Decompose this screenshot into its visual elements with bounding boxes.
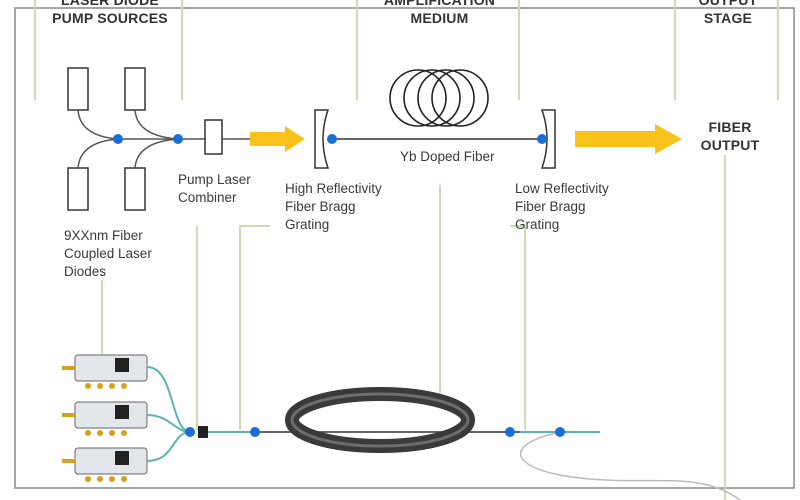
connector-dot — [505, 427, 515, 437]
bottom-connectors — [185, 427, 565, 437]
lr-fbg-label: Low Reflectivity Fiber Bragg Grating — [515, 181, 609, 232]
laser-diodes-label: 9XXnm Fiber Coupled Laser Diodes — [64, 228, 152, 279]
pump-section-title: LASER DIODE PUMP SOURCES — [52, 0, 168, 26]
hr-fbg-label: High Reflectivity Fiber Bragg Grating — [285, 181, 382, 232]
connector-dot — [113, 134, 123, 144]
connector-dot — [185, 427, 195, 437]
laser-diode-2 — [124, 67, 146, 111]
laser-diode-module-1 — [62, 354, 148, 389]
output-beam-arrow — [575, 124, 682, 154]
pump-combiner-label: Pump Laser Combiner — [178, 172, 251, 205]
yb-fiber-coil — [389, 69, 489, 127]
laser-diode-1 — [67, 67, 89, 111]
laser-diode-module-2 — [62, 401, 148, 436]
connector-dot — [555, 427, 565, 437]
diode-fibers — [77, 109, 250, 169]
diagram-frame — [14, 7, 795, 489]
connector-dot — [327, 134, 337, 144]
hr-fbg-mirror — [314, 109, 330, 169]
output-section-title: OUTPUT STAGE — [698, 0, 758, 26]
leader-lines — [101, 155, 726, 500]
pump-beam-arrow — [250, 126, 305, 152]
physical-yb-coil-highlight — [290, 392, 470, 448]
lr-fbg-mirror — [540, 109, 556, 169]
fiber-output-label: FIBER OUTPUT — [700, 119, 760, 153]
connector-dot — [537, 134, 547, 144]
amplification-section-title: AMPLIFICATION MEDIUM — [383, 0, 496, 26]
module-fibers — [146, 366, 255, 462]
pump-section-bracket — [34, 0, 183, 100]
laser-diode-module-3 — [62, 447, 148, 482]
top-connectors — [113, 134, 547, 144]
yb-fiber-label: Yb Doped Fiber — [400, 149, 495, 164]
output-section-bracket — [674, 0, 779, 100]
combiner-physical — [198, 426, 208, 438]
pump-combiner-box — [204, 119, 223, 155]
connector-dot — [173, 134, 183, 144]
laser-diode-3 — [67, 167, 89, 211]
output-fiber-loop — [519, 431, 741, 500]
laser-diode-4 — [124, 167, 146, 211]
connector-dot — [250, 427, 260, 437]
amplification-section-bracket — [356, 0, 520, 100]
